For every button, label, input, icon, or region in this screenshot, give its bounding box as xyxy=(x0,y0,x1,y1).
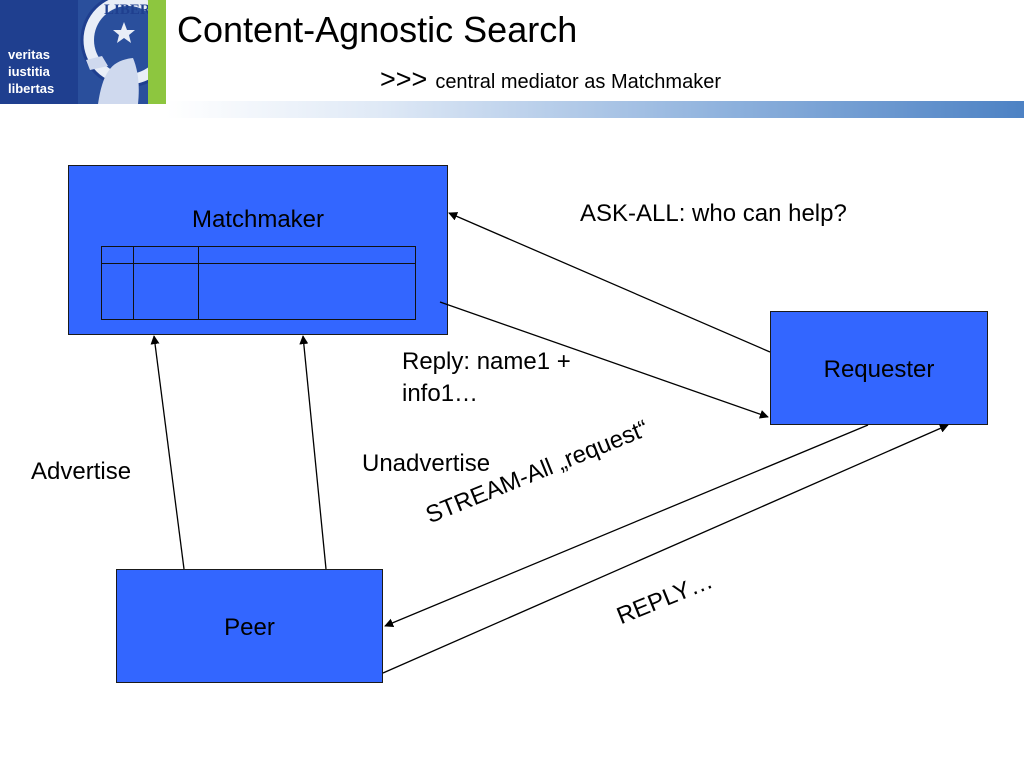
reply-label-line: info1… xyxy=(402,380,479,407)
advertise-label: Advertise xyxy=(31,458,132,485)
header-gradient-band xyxy=(166,101,1024,118)
logo-motto: veritas iustitia libertas xyxy=(8,46,54,97)
logo-green-bar xyxy=(148,0,166,104)
reply-arrow xyxy=(439,301,769,419)
requester-box: Requester xyxy=(770,311,988,425)
motto-word: veritas xyxy=(8,47,50,62)
peer-label: Peer xyxy=(224,614,275,641)
seal-text: LIBERT xyxy=(104,2,148,18)
subtitle-prefix: >>> xyxy=(380,64,428,94)
unadvertise-label: Unadvertise xyxy=(362,450,491,477)
university-logo: veritas iustitia libertas LIBERT xyxy=(0,0,166,104)
reply-label: Reply: name1 + info1… xyxy=(402,346,632,410)
stream-all-arrow xyxy=(384,424,869,628)
table-header-line xyxy=(102,263,415,264)
ask-all-arrow xyxy=(448,212,771,353)
table-column-line xyxy=(198,247,199,319)
reply-peer-arrow xyxy=(382,424,949,674)
seal-icon: LIBERT xyxy=(78,0,148,104)
matchmaker-table xyxy=(101,246,416,320)
subtitle-text: central mediator as Matchmaker xyxy=(435,71,721,93)
matchmaker-box: Matchmaker xyxy=(68,165,448,335)
logo-motto-panel: veritas iustitia libertas xyxy=(0,0,78,104)
advertise-arrow xyxy=(150,335,185,570)
motto-word: libertas xyxy=(8,81,55,96)
peer-box: Peer xyxy=(116,569,383,683)
table-column-line xyxy=(133,247,134,319)
matchmaker-label: Matchmaker xyxy=(191,206,325,233)
slide-subtitle: >>> central mediator as Matchmaker xyxy=(380,64,721,95)
unadvertise-arrow xyxy=(299,335,327,570)
requester-label: Requester xyxy=(823,356,935,383)
ask-all-label: ASK-ALL: who can help? xyxy=(580,200,847,227)
slide-title: Content-Agnostic Search xyxy=(177,9,578,50)
motto-word: iustitia xyxy=(8,64,50,79)
reply-label-line: Reply: name1 + xyxy=(402,348,571,375)
